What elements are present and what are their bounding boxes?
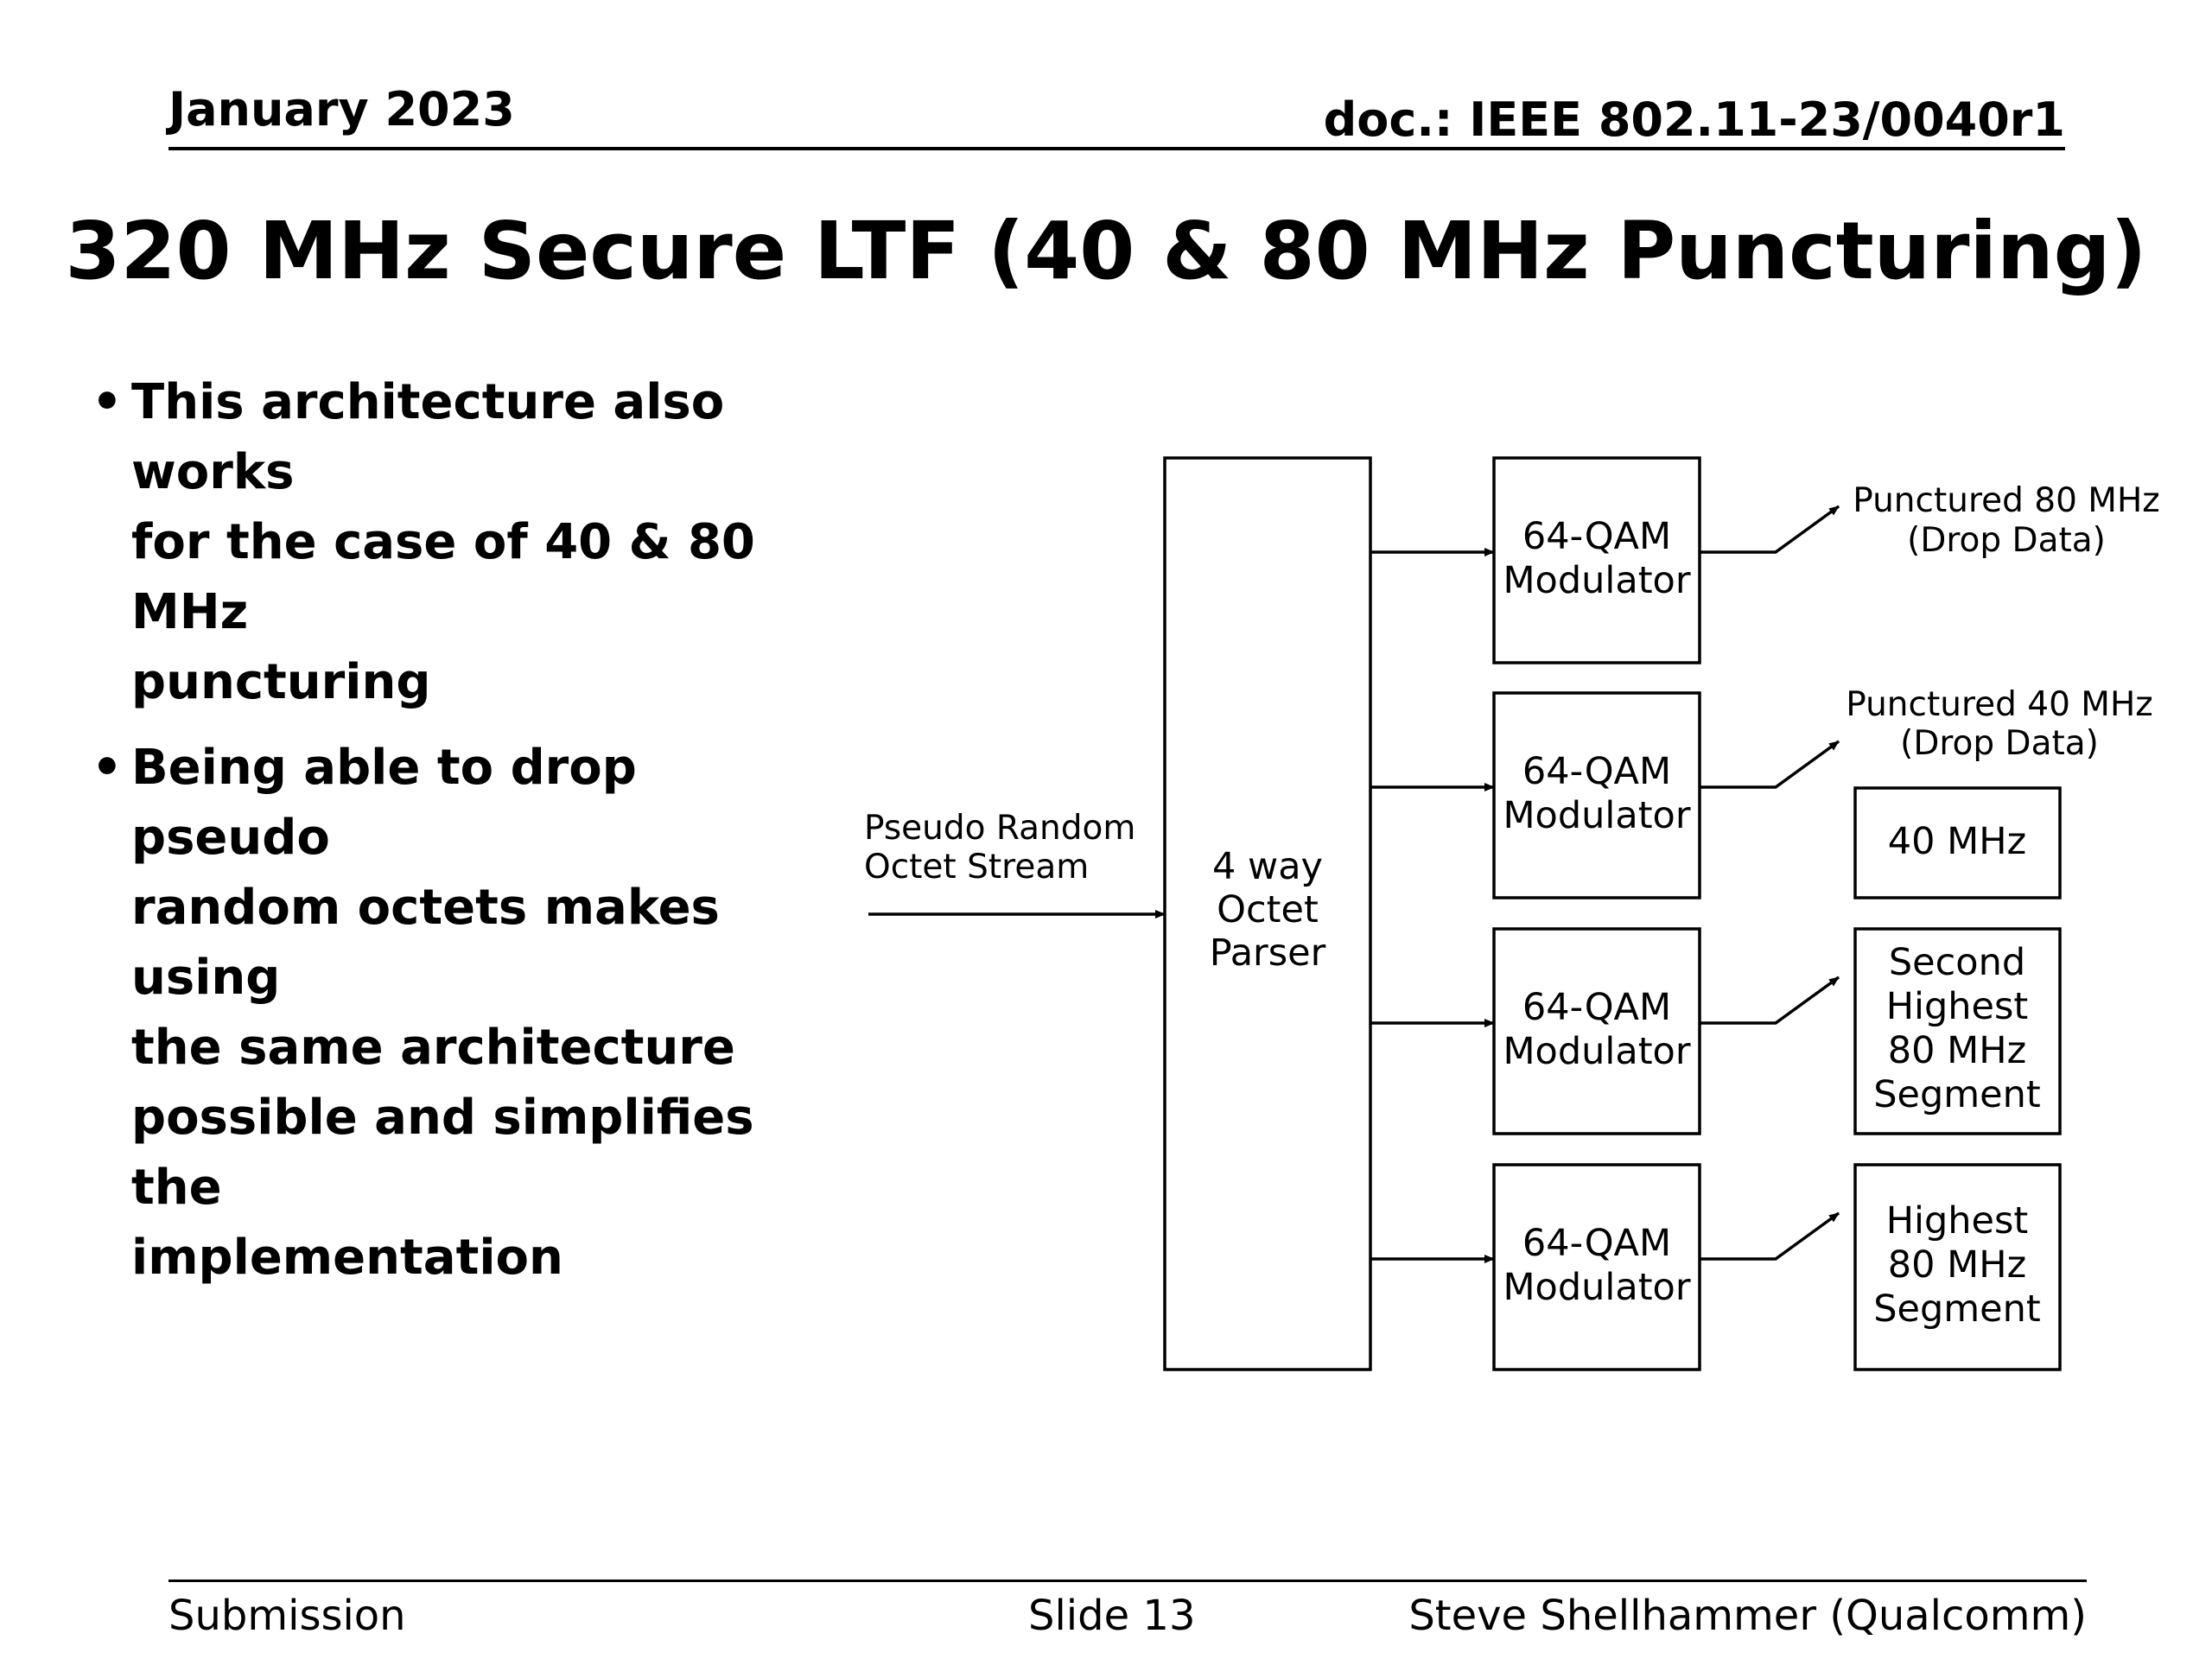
header-date: January 2023 (168, 82, 515, 137)
bullet-line: This architecture also works (131, 374, 725, 500)
modulator-block (1492, 456, 1701, 664)
bullet-line: implementation (131, 1230, 563, 1286)
bullet-line: possible and simplifies the (131, 1090, 754, 1216)
output-block (1853, 927, 2062, 1135)
output-label: Punctured 40 MHz (1846, 685, 2153, 724)
output-arrow (1700, 740, 1840, 789)
parser-label: Octet (1217, 888, 1319, 931)
output-block (1853, 786, 2062, 899)
bullet-line: the same architecture (131, 1020, 735, 1076)
header-doc-id: doc.: IEEE 802.11-23/0040r1 (1323, 92, 2065, 147)
output-label: (Drop Data) (1900, 724, 2099, 763)
modulator-block (1492, 1163, 1701, 1371)
bullet-line: random octets makes using (131, 880, 720, 1006)
output-arrow (1700, 505, 1840, 554)
output-block-label: Segment (1873, 1287, 2041, 1331)
output-block-label: 80 MHz (1888, 1029, 2026, 1072)
modulator-label: 64-QAM (1522, 515, 1671, 558)
modulator-label: 64-QAM (1522, 1222, 1671, 1265)
modulator-label: Modulator (1503, 1030, 1690, 1073)
parser-label: 4 way (1212, 845, 1323, 888)
bullet-line: Being able to drop pseudo (131, 740, 637, 866)
bullet-line: puncturing (131, 654, 431, 710)
output-block-label: 80 MHz (1888, 1243, 2026, 1287)
footer-submission: Submission (168, 1592, 406, 1640)
footer-slide-number: Slide 13 (1028, 1592, 1196, 1640)
parser-label: Parser (1210, 931, 1326, 975)
output-block-label: Second (1889, 941, 2025, 984)
footer-author: Steve Shellhammer (Qualcomm) (1408, 1592, 2087, 1640)
header-divider (168, 147, 2065, 150)
output-block-label: Segment (1873, 1073, 2041, 1116)
input-label: Pseudo Random (864, 809, 1135, 848)
output-block-label: 40 MHz (1888, 820, 2026, 863)
modulator-label: Modulator (1503, 1266, 1690, 1309)
modulator-label: Modulator (1503, 559, 1690, 602)
bullet-item: • This architecture also works for the c… (86, 367, 847, 717)
modulator-block (1492, 691, 1701, 899)
output-block-label: Highest (1886, 985, 2029, 1028)
output-arrow (1700, 1211, 1840, 1261)
modulator-label: Modulator (1503, 794, 1690, 837)
modulator-block (1492, 927, 1701, 1135)
bullet-marker: • (92, 374, 123, 430)
output-block (1853, 1163, 2062, 1371)
bullet-list: • This architecture also works for the c… (86, 367, 847, 1308)
output-block-label: Highest (1886, 1199, 2029, 1243)
footer-divider (168, 1580, 2087, 1582)
modulator-label: 64-QAM (1522, 750, 1671, 793)
slide-title: 320 MHz Secure LTF (40 & 80 MHz Puncturi… (65, 205, 2147, 297)
output-arrow (1700, 976, 1840, 1025)
input-label: Octet Stream (864, 848, 1089, 887)
bullet-line: for the case of 40 & 80 MHz (131, 514, 755, 640)
bullet-item: • Being able to drop pseudo random octet… (86, 733, 847, 1293)
octet-parser-block (1163, 456, 1372, 1371)
output-label: Punctured 80 MHz (1853, 481, 2160, 520)
output-label: (Drop Data) (1907, 521, 2106, 560)
bullet-marker: • (92, 740, 123, 796)
modulator-label: 64-QAM (1522, 986, 1671, 1029)
